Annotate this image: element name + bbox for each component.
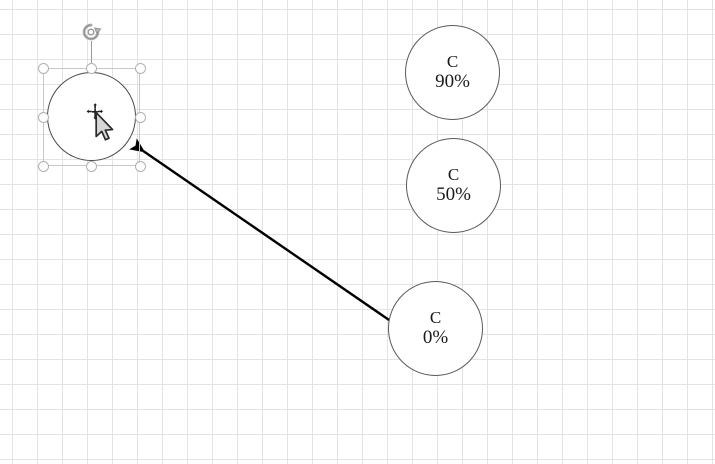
rotate-icon[interactable] [80,21,102,43]
node-label-line1: C [447,164,460,184]
rotation-stem [91,41,92,68]
handle-top-left[interactable] [37,62,49,74]
handle-middle-left[interactable] [37,111,49,123]
handle-bottom-left[interactable] [37,160,49,172]
handle-top-center[interactable] [85,62,97,74]
node-label-line1: C [429,307,442,327]
move-cursor [84,102,114,141]
node-label-line2: 90% [435,71,470,93]
node-label-line1: C [446,51,459,71]
handle-bottom-right[interactable] [134,160,146,172]
arrow-connector[interactable] [129,138,393,323]
node-label-line2: 50% [436,184,471,206]
handle-middle-right[interactable] [134,111,146,123]
handle-top-right[interactable] [134,62,146,74]
handle-bottom-center[interactable] [85,160,97,172]
node-label-line2: 0% [422,327,449,349]
